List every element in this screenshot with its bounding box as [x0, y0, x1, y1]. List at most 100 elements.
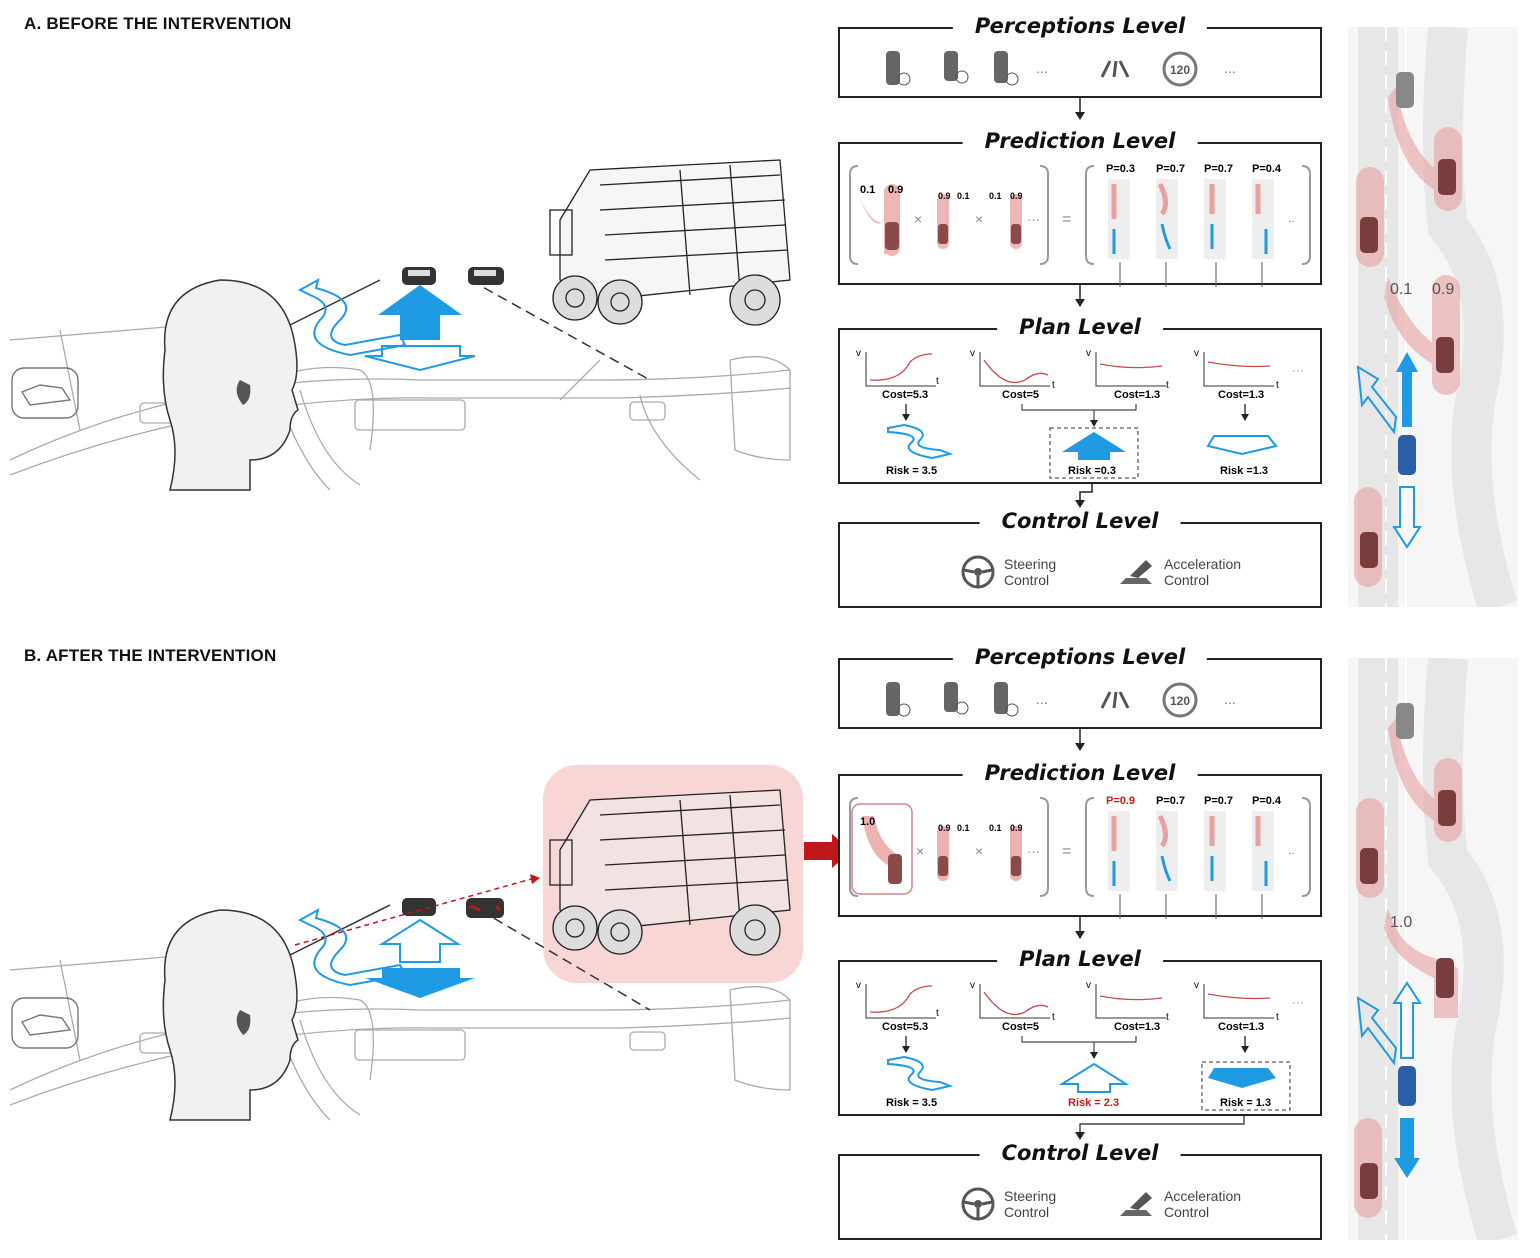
ego-car — [1398, 1066, 1416, 1106]
truck — [549, 789, 791, 956]
speed-sign-icon — [1162, 682, 1198, 718]
lead-car-left — [402, 267, 436, 285]
prediction-level-b: Prediction Level 1.0 0.9 0.1 0.1 0.9 × ×… — [838, 761, 1322, 919]
car-gray — [1396, 703, 1414, 739]
brake-arrow — [364, 345, 476, 372]
pred-prob: 0.9 — [1010, 823, 1023, 833]
acceleration-label: Acceleration — [1164, 1188, 1242, 1204]
axis-t: t — [1276, 380, 1279, 391]
pred-prob: 0.1 — [989, 823, 1002, 833]
pedal-icon — [1120, 1192, 1152, 1216]
lead-car-right — [468, 267, 504, 285]
traj-ellipsis: .. — [1288, 211, 1295, 225]
flow-arrow-icon — [1075, 285, 1085, 307]
flow-arrow-icon — [1075, 729, 1085, 751]
swerve-arrow — [297, 278, 407, 357]
forward-arrow — [1396, 352, 1418, 427]
driver-head — [162, 909, 299, 1121]
control-title-a: Control Level — [979, 509, 1181, 533]
axis-v: v — [856, 980, 861, 991]
times-op: × — [914, 211, 922, 227]
plan-level-b: Plan Level v v v v t t t t ··· Cost=5.3 … — [838, 947, 1322, 1116]
car-icon — [944, 682, 958, 712]
axis-t: t — [936, 376, 939, 387]
pred-prob: 0.1 — [957, 191, 970, 201]
prediction-title-b: Prediction Level — [962, 761, 1198, 785]
lane-icon — [1100, 691, 1130, 709]
axis-v: v — [1194, 980, 1199, 991]
axis-v: v — [1194, 348, 1199, 359]
perception-level-b: Perceptions Level 120 ... ... — [838, 645, 1322, 729]
steering-wheel-icon — [961, 1187, 995, 1221]
gaze-line — [294, 877, 536, 946]
pred-ellipsis: ··· — [1027, 212, 1040, 227]
steering-label: Steering — [1004, 1188, 1057, 1204]
pred-prob: 0.9 — [888, 184, 903, 196]
plan-cost: Cost=5.3 — [882, 389, 928, 401]
car-gray — [1396, 72, 1414, 108]
axis-v: v — [970, 980, 975, 991]
traj-ellipsis: .. — [1288, 843, 1295, 857]
traj-prob: P=0.7 — [1156, 163, 1185, 175]
brake-icon — [1206, 435, 1278, 456]
plan-title-a: Plan Level — [997, 315, 1163, 339]
road-prob-label: 1.0 — [1390, 914, 1413, 931]
side-mirror — [11, 997, 79, 1049]
car-icon — [994, 51, 1008, 83]
brake-arrow — [1394, 1118, 1420, 1178]
driver-scene-before — [9, 159, 791, 491]
plan-cost: Cost=1.3 — [1114, 1021, 1160, 1033]
speed-sign-value: 120 — [1170, 63, 1190, 77]
prediction-diagram-b: 1.0 0.9 0.1 0.1 0.9 × × ··· = P=0.9 P=0.… — [849, 795, 1311, 919]
prediction-title-a: Prediction Level — [962, 129, 1198, 153]
pred-prob: 0.1 — [860, 184, 875, 196]
car-icon — [886, 51, 900, 85]
acceleration-label: Acceleration — [1164, 556, 1242, 572]
flow-arrow-icon — [1075, 917, 1085, 939]
perception-ellipsis: ... — [1224, 60, 1236, 76]
axis-v: v — [1086, 348, 1091, 359]
swerve-arrow — [1356, 996, 1398, 1066]
plan-cost: Cost=1.3 — [1114, 389, 1160, 401]
selected-plan-box — [1201, 1061, 1291, 1111]
perception-level-a: Perceptions Level 120 ... ... — [838, 14, 1322, 98]
equals-op: = — [1062, 211, 1071, 228]
plan-risk: Risk =0.3 — [1068, 465, 1116, 477]
steering-wheel-icon — [961, 555, 995, 589]
updated-prediction-box — [851, 803, 913, 895]
traj-prob: P=0.7 — [1204, 795, 1233, 807]
speed-sign-value: 120 — [1170, 694, 1190, 708]
acceleration-label: Control — [1164, 572, 1210, 588]
axis-t: t — [1052, 1012, 1055, 1023]
swerve-icon — [887, 423, 954, 460]
flow-arrow-icon — [1075, 1114, 1245, 1140]
axis-v: v — [856, 348, 861, 359]
traj-prob-highlight: P=0.9 — [1106, 795, 1135, 807]
brake-arrow — [1392, 486, 1422, 549]
swerve-arrow — [1356, 365, 1398, 435]
plan-cost: Cost=5 — [1002, 1021, 1039, 1033]
axis-v: v — [970, 348, 975, 359]
forward-arrow — [378, 918, 462, 963]
car-icon — [886, 682, 900, 716]
traj-prob: P=0.4 — [1252, 163, 1282, 175]
forward-arrow — [378, 285, 462, 340]
axis-t: t — [936, 1008, 939, 1019]
plan-risk-highlight: Risk = 2.3 — [1068, 1097, 1119, 1109]
pred-prob: 0.9 — [938, 823, 951, 833]
perception-ellipsis: ... — [1036, 60, 1048, 76]
pred-prob: 0.1 — [957, 823, 970, 833]
plan-cost: Cost=5.3 — [882, 1021, 928, 1033]
plan-diagram-a: v v v v t t t t ··· Cost=5.3 Cost=5 Cost… — [856, 348, 1304, 479]
traj-prob: P=0.7 — [1204, 163, 1233, 175]
lead-car-right — [466, 898, 504, 918]
forward-arrow — [1392, 981, 1422, 1059]
perception-title-b: Perceptions Level — [952, 645, 1208, 669]
pred-prob: 0.9 — [938, 191, 951, 201]
plan-level-a: Plan Level v v v v t t t t ··· Cost=5.3 … — [838, 315, 1322, 484]
driver-head — [162, 279, 299, 491]
road-prob-label: 0.1 — [1390, 281, 1413, 298]
